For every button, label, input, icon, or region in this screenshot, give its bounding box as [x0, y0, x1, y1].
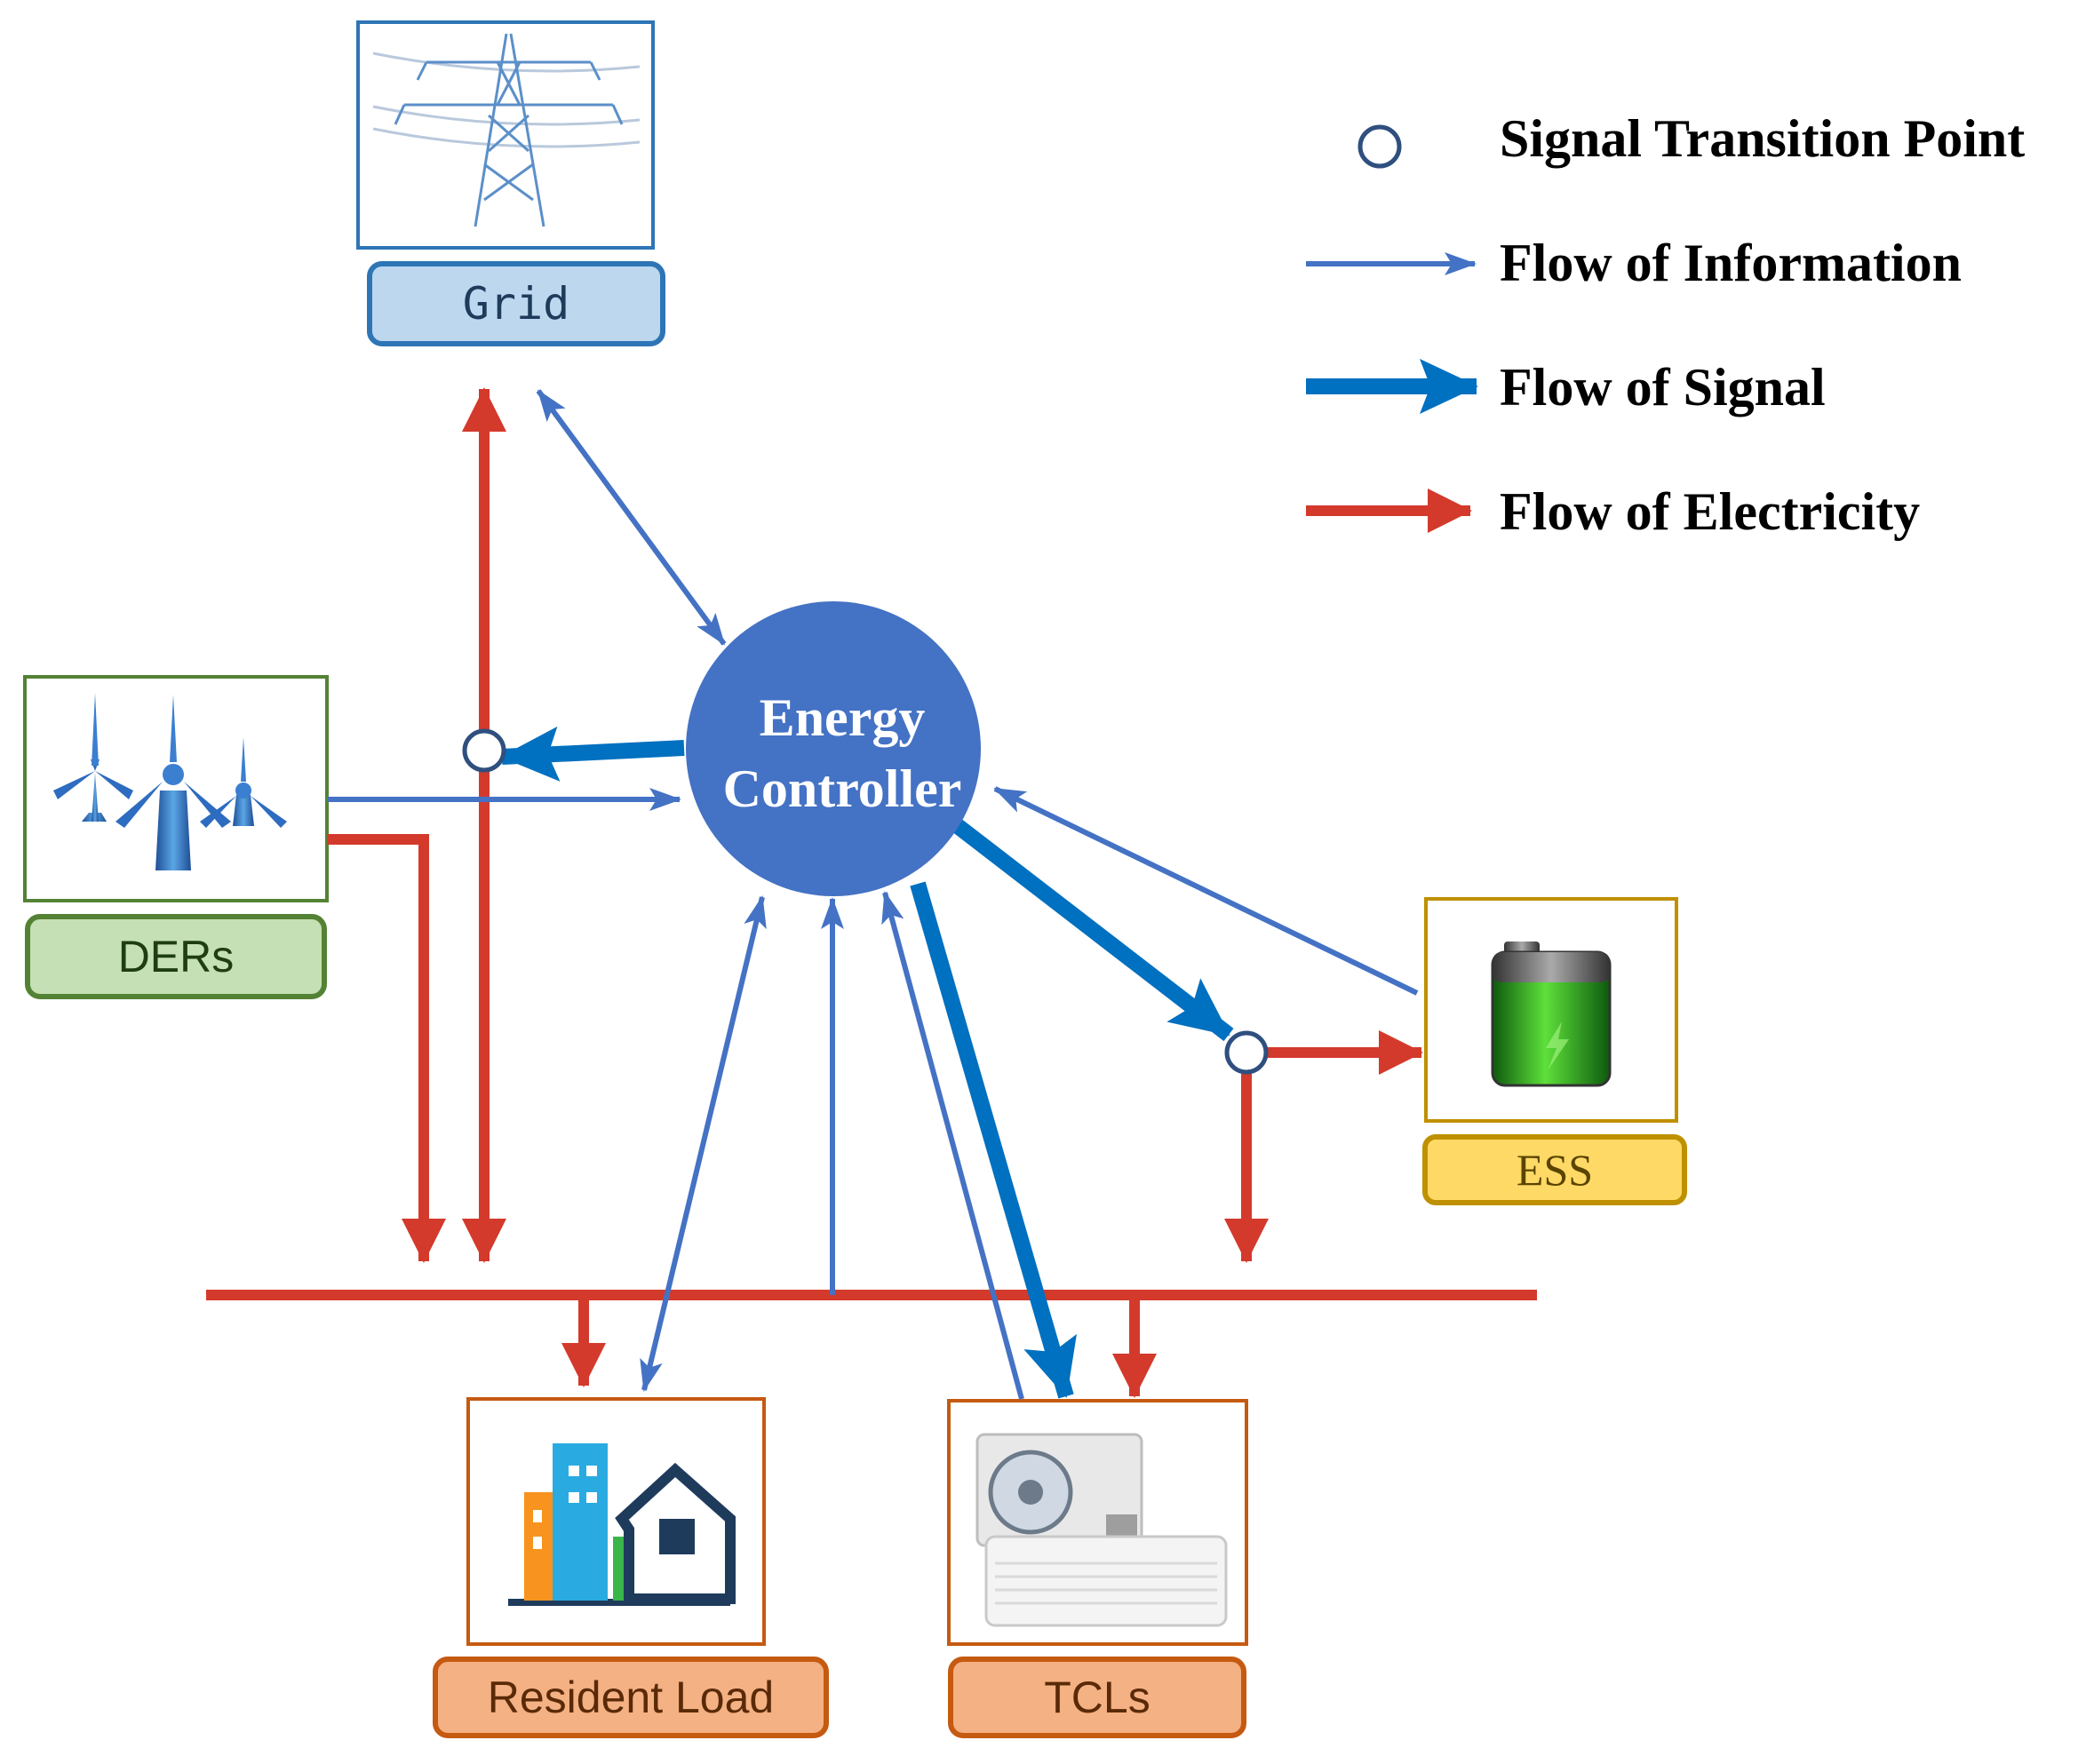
load-controller-info [640, 895, 767, 1392]
controller-to-tcls-signal [910, 881, 1077, 1399]
ess-to-controller-info [993, 786, 1419, 996]
legend-information-label: Flow of Information [1500, 234, 1962, 292]
controller-to-grid-signal [500, 726, 685, 782]
grid-node [356, 20, 655, 250]
transmission-tower-icon [372, 33, 641, 227]
grid-controller-info [536, 389, 727, 646]
energy-controller: Energy Controller [686, 601, 981, 896]
ders-label: DERs [117, 932, 235, 981]
battery-icon [1491, 942, 1612, 1087]
controller-to-ess-signal [952, 819, 1234, 1042]
buildings-icon [508, 1443, 736, 1606]
transition-point-ess [1224, 1030, 1269, 1075]
electricity-flows [206, 387, 1537, 1398]
transition-point-grid [462, 728, 506, 773]
information-flows [327, 252, 1477, 1400]
controller-label-line1: Energy [760, 688, 926, 747]
legend-transition-point-icon [1358, 124, 1402, 169]
tcls-to-controller-info [881, 891, 1024, 1400]
grid-label: Grid [462, 278, 570, 330]
legend-signal-label: Flow of Signal [1500, 358, 1826, 417]
controller-label-line2: Controller [723, 759, 962, 818]
legend-transition-point-label: Signal Transition Point [1500, 109, 2026, 168]
tcls-label: TCLs [1044, 1673, 1151, 1722]
wind-turbine-icon [53, 693, 287, 870]
resident-load-node [466, 1397, 766, 1646]
ders-to-bus [327, 834, 446, 1263]
resident-load-label: Resident Load [487, 1673, 775, 1722]
legend-electricity-label: Flow of Electricity [1500, 482, 1921, 541]
air-conditioner-icon [975, 1433, 1228, 1627]
signal-transition-points [462, 124, 1402, 1075]
ess-label: ESS [1516, 1145, 1594, 1195]
ders-node [23, 675, 329, 902]
signal-flows [500, 359, 1478, 1399]
tcls-node [947, 1399, 1248, 1646]
ess-node [1424, 897, 1678, 1123]
